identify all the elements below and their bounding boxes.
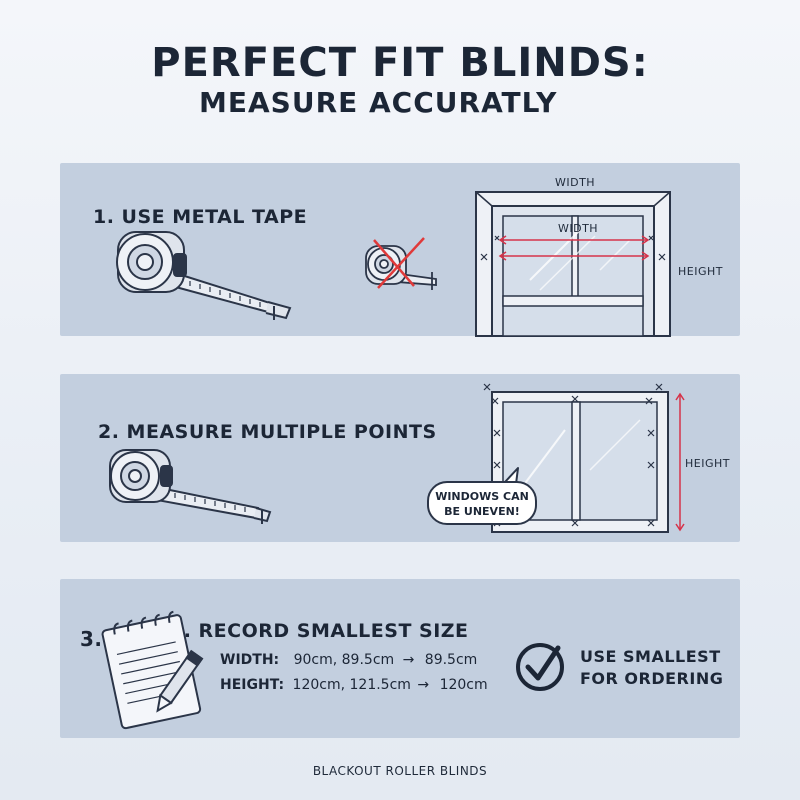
bubble-line-2: BE UNEVEN!: [444, 505, 520, 518]
use-line-2: FOR ORDERING: [580, 669, 724, 688]
width-values: 90cm, 89.5cm: [293, 652, 395, 668]
width-result: 89.5cm: [424, 652, 478, 668]
step-2-label: 2. MEASURE MULTIPLE POINTS: [98, 421, 437, 443]
footer-caption: BLACKOUT ROLLER BLINDS: [312, 764, 488, 778]
step-3-number: 3.: [80, 627, 103, 651]
height-values: 120cm, 121.5cm: [292, 677, 411, 693]
width-arrow: →: [402, 652, 415, 668]
page-subtitle: MEASURE ACCURATLY: [199, 86, 558, 119]
height-label-2: HEIGHT: [685, 457, 730, 470]
step-3-label: 3. RECORD SMALLEST SIZE: [170, 620, 469, 642]
height-key: HEIGHT:: [220, 677, 285, 693]
use-smallest-note: USE SMALLEST FOR ORDERING: [580, 646, 723, 690]
uneven-warning-bubble: WINDOWS CAN BE UNEVEN!: [427, 481, 537, 525]
page-title: PERFECT FIT BLINDS:: [151, 40, 649, 86]
step-1-label: 1. USE METAL TAPE: [93, 206, 308, 228]
height-arrow: →: [417, 677, 430, 693]
width-label-outer: WIDTH: [555, 176, 596, 189]
step-1-panel: [60, 163, 740, 336]
width-record: WIDTH: 90cm, 89.5cm → 89.5cm: [220, 652, 477, 668]
height-record: HEIGHT: 120cm, 121.5cm → 120cm: [220, 677, 488, 693]
height-result: 120cm: [439, 677, 488, 693]
width-label-inner: WIDTH: [558, 222, 599, 235]
height-label-1: HEIGHT: [678, 265, 723, 278]
width-key: WIDTH:: [220, 652, 280, 668]
use-line-1: USE SMALLEST: [580, 647, 721, 666]
bubble-line-1: WINDOWS CAN: [435, 490, 529, 503]
step-2-panel: [60, 374, 740, 542]
